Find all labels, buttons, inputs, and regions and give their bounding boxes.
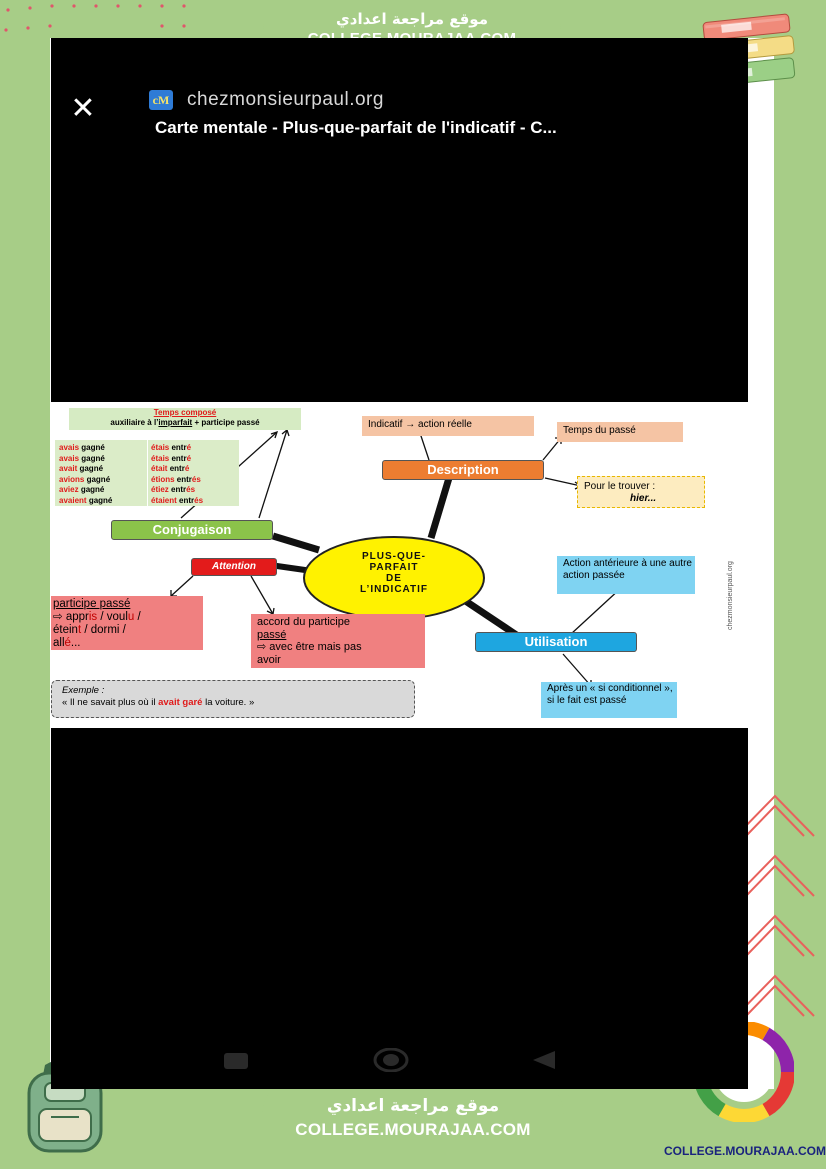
pour-le-trouver-box: Pour le trouver : hier... — [577, 476, 705, 508]
entrer-column: étais entré étais entré était entré étio… — [151, 443, 204, 505]
page-frame-left — [0, 0, 50, 1169]
accord-participe-box: accord du participe passé ⇨ avec être ma… — [251, 614, 425, 668]
participe-passe-box: participe passé ⇨ appris / voulu / étein… — [51, 596, 203, 650]
page-frame-right — [774, 0, 826, 1169]
site-banner-bottom: موقع مراجعة اعدادي COLLEGE.MOURAJAA.COM — [262, 1074, 564, 1169]
participe-title: participe passé — [53, 598, 131, 610]
close-icon: ✕ — [70, 91, 96, 126]
action-anterieure-box: Action antérieure à une autre action pas… — [557, 556, 695, 594]
site-name[interactable]: chezmonsieurpaul.org — [187, 89, 384, 110]
site-favicon-icon: cM — [149, 90, 173, 110]
banner-arabic-title: موقع مراجعة اعدادي — [336, 10, 488, 28]
pour-le-trouver-text: Pour le trouver : — [584, 481, 656, 492]
utilisation-label: Utilisation — [475, 632, 637, 652]
decorative-chevrons — [735, 794, 815, 1017]
conjugation-table: avais gagné avais gagné avait gagné avio… — [55, 440, 239, 506]
exemple-box: Exemple : « Il ne savait plus où il avai… — [51, 680, 415, 718]
indicatif-box: Indicatif → action réelle — [362, 416, 534, 436]
phone-screenshot: ✕ cM chezmonsieurpaul.org Carte mentale … — [51, 38, 748, 1089]
back-icon[interactable] — [531, 1050, 557, 1070]
temps-compose-underlined: imparfait — [158, 418, 193, 427]
central-topic: PLUS-QUE- PARFAIT DE L’INDICATIF — [303, 536, 485, 620]
temps-compose-box: Temps composé auxiliaire à l’imparfait +… — [69, 408, 301, 430]
recent-apps-icon[interactable] — [223, 1052, 249, 1070]
branch-description — [427, 476, 453, 540]
gagner-column: avais gagné avais gagné avait gagné avio… — [59, 443, 113, 505]
close-button[interactable]: ✕ — [67, 94, 99, 126]
attention-label: Attention — [191, 558, 277, 576]
page-title: Carte mentale - Plus-que-parfait de l'in… — [155, 118, 557, 137]
home-icon[interactable] — [373, 1048, 409, 1072]
participe-line-3: allé... — [53, 637, 81, 649]
apres-un-si-box: Après un « si conditionnel », si le fait… — [541, 682, 677, 718]
temps-compose-title: Temps composé — [153, 408, 217, 417]
temps-compose-suffix: + participe passé — [192, 418, 260, 427]
temps-compose-prefix: auxiliaire à l’ — [110, 418, 159, 427]
participe-line-1: ⇨ appris / voulu / — [53, 611, 141, 623]
temps-du-passe-box: Temps du passé — [557, 422, 683, 442]
banner-url[interactable]: COLLEGE.MOURAJAA.COM — [295, 1120, 531, 1139]
mind-map-image: Temps composé auxiliaire à l’imparfait +… — [51, 402, 748, 728]
participe-line-2: éteint / dormi / — [53, 624, 126, 636]
banner-arabic-title: موقع مراجعة اعدادي — [326, 1096, 500, 1116]
footer-brand: COLLEGE.MOURAJAA.COM — [664, 1144, 826, 1158]
exemple-title: Exemple : — [62, 685, 105, 696]
branch-conjugaison — [271, 532, 321, 554]
hier-text: hier... — [630, 493, 657, 504]
exemple-sentence: « Il ne savait plus où il avait garé la … — [62, 697, 255, 708]
side-watermark: chezmonsieurpaul.org — [727, 561, 734, 630]
conjugaison-label: Conjugaison — [111, 520, 273, 540]
description-label: Description — [382, 460, 544, 480]
